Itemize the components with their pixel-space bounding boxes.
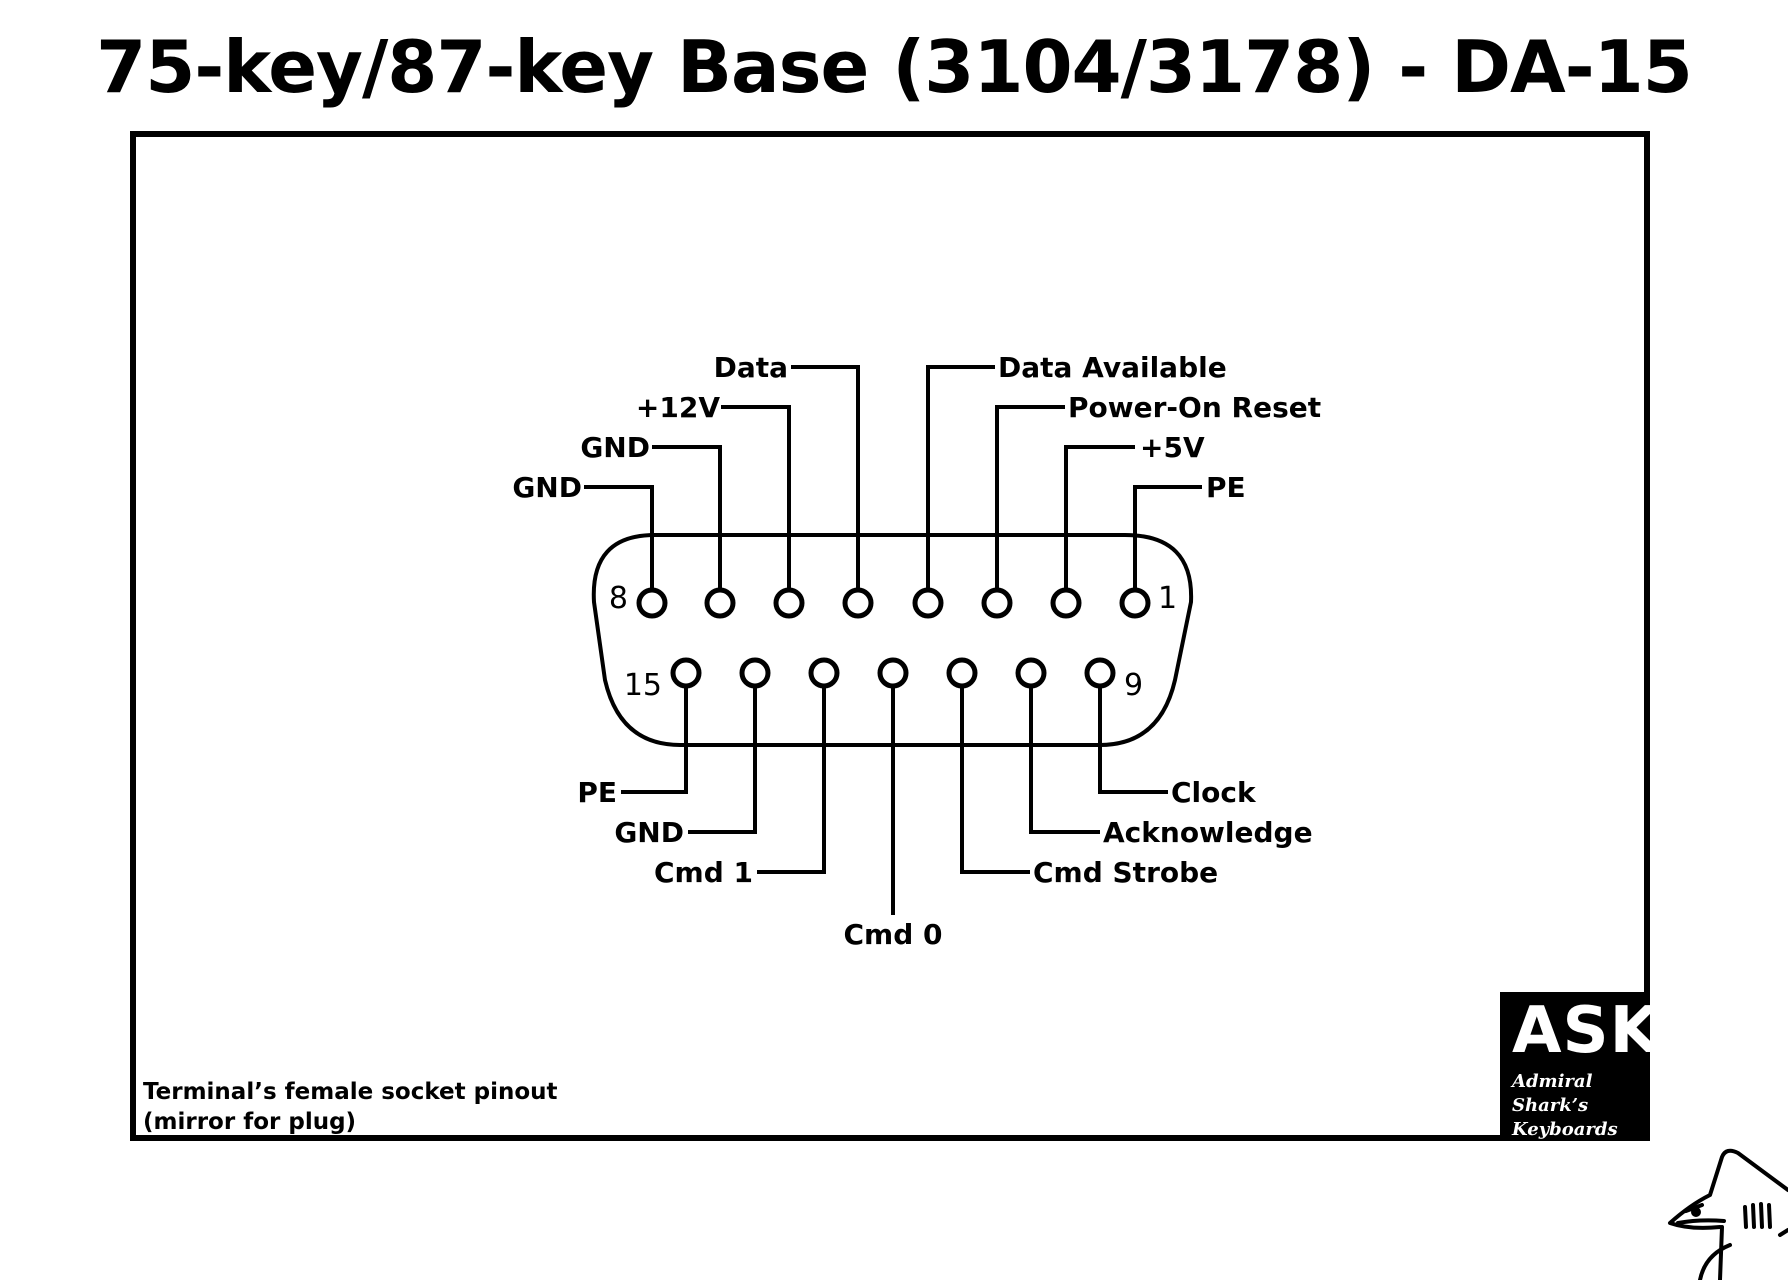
wire-pin-10: [1029, 673, 1100, 834]
pin-11: [946, 657, 978, 689]
ask-logo: ASK Admiral Shark’s Keyboards: [1500, 992, 1659, 1142]
pinout-caption: Terminal’s female socket pinout (mirror …: [143, 1077, 558, 1137]
wire-pin-13: [757, 673, 826, 874]
pin-number-1: 1: [1158, 581, 1177, 616]
label-pin-13: Cmd 1: [654, 856, 753, 889]
pin-number-8: 8: [609, 581, 628, 616]
label-pin-6: +12V: [636, 391, 720, 424]
label-pin-3: Power-On Reset: [1068, 391, 1321, 424]
pin-13: [808, 657, 840, 689]
pin-10: [1015, 657, 1047, 689]
wire-pin-11: [960, 673, 1030, 874]
pin-9: [1084, 657, 1116, 689]
wire-pin-2: [1064, 445, 1135, 603]
caption-line-2: (mirror for plug): [143, 1109, 357, 1135]
label-pin-2: +5V: [1140, 431, 1205, 464]
pin-12: [877, 657, 909, 689]
label-pin-15: PE: [577, 776, 617, 809]
wire-pin-9: [1098, 673, 1168, 794]
pin-number-9: 9: [1124, 668, 1143, 703]
pin-7: [704, 587, 736, 619]
pin-number-15: 15: [624, 668, 662, 703]
pin-5: [842, 587, 874, 619]
wire-pin-14: [688, 673, 757, 834]
wire-pin-8: [584, 485, 654, 603]
label-pin-1: PE: [1206, 471, 1246, 504]
pin-2: [1050, 587, 1082, 619]
label-pin-5: Data: [714, 351, 788, 384]
pin-8: [636, 587, 668, 619]
pin-3: [981, 587, 1013, 619]
pin-14: [739, 657, 771, 689]
wire-pin-5: [791, 365, 860, 603]
page-title: 75-key/87-key Base (3104/3178) - DA-15: [96, 25, 1693, 109]
wire-pin-4: [926, 365, 995, 603]
caption-line-1: Terminal’s female socket pinout: [143, 1079, 558, 1105]
label-pin-9: Clock: [1171, 776, 1257, 809]
wire-pin-1: [1133, 485, 1202, 603]
pin-4: [912, 587, 944, 619]
logo-line-3: Keyboards: [1512, 1119, 1618, 1140]
label-pin-7: GND: [580, 431, 650, 464]
label-pin-14: GND: [614, 816, 684, 849]
pin-6: [773, 587, 805, 619]
wire-pin-3: [995, 405, 1065, 603]
wire-pin-15: [621, 673, 688, 794]
label-pin-12: Cmd 0: [844, 918, 943, 951]
shark-icon: [1668, 1148, 1788, 1280]
label-pin-8: GND: [512, 471, 582, 504]
wire-pin-7: [652, 445, 722, 603]
logo-mark: ASK: [1512, 994, 1661, 1068]
logo-line-2: Shark’s: [1512, 1095, 1589, 1116]
diagram-frame: [130, 131, 1650, 1141]
label-pin-10: Acknowledge: [1103, 816, 1313, 849]
pin-15: [670, 657, 702, 689]
wire-pin-6: [721, 405, 791, 603]
logo-line-1: Admiral: [1512, 1071, 1593, 1092]
pin-1: [1119, 587, 1151, 619]
label-pin-11: Cmd Strobe: [1033, 856, 1218, 889]
logo-text: Admiral Shark’s Keyboards: [1512, 1070, 1618, 1142]
label-pin-4: Data Available: [998, 351, 1227, 384]
